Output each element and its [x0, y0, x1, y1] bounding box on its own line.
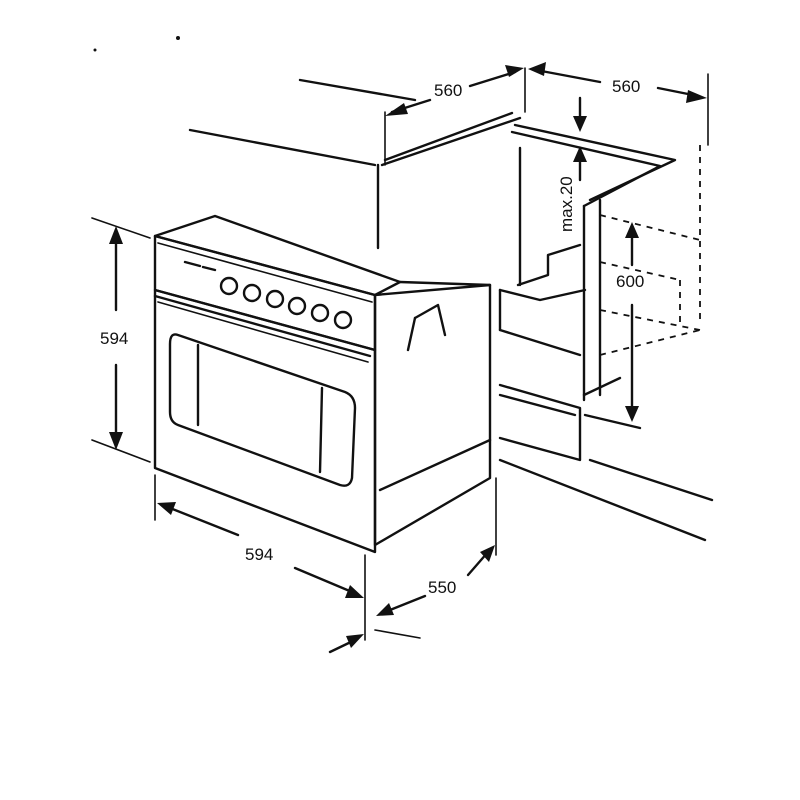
arrow-head — [385, 103, 408, 116]
arrow-head — [376, 603, 394, 616]
dimension-line — [383, 594, 427, 614]
arrow-head — [346, 634, 364, 648]
dimension-label-width-left: 560 — [434, 81, 462, 100]
dimension-label-oven-width: 594 — [245, 545, 273, 564]
oven-door — [153, 288, 377, 554]
control-knob-4 — [287, 296, 307, 316]
dimension-594-width: 594 — [154, 474, 366, 641]
dimension-label-cabinet-height: 600 — [616, 272, 644, 291]
arrow-head — [625, 222, 639, 238]
door-handle-lower — [157, 301, 369, 363]
stray-dot — [176, 36, 180, 40]
mounting-bracket-arm — [406, 316, 417, 352]
arrow-head — [109, 226, 123, 244]
niche-top-right-frame — [513, 123, 677, 202]
oven-top-surface — [153, 214, 402, 297]
control-panel-trim — [157, 242, 373, 303]
niche-top-left-edge — [380, 116, 522, 167]
arrow-head — [480, 545, 495, 562]
niche-top-left-edge-inner — [383, 111, 514, 162]
niche-floor-front — [498, 328, 582, 357]
control-knob-2 — [242, 283, 262, 303]
worktop-front-edge — [188, 128, 377, 167]
niche-right-panel-bottom — [582, 376, 622, 397]
arrow-head — [528, 62, 546, 76]
cabinet-hidden-top — [599, 214, 701, 241]
window-right-frame — [318, 386, 324, 474]
oven-side-panel — [373, 283, 492, 547]
door-window — [168, 333, 357, 487]
dimension-560-right: 560 — [528, 62, 709, 146]
oven-top-side-edge — [398, 280, 492, 287]
extension-line — [91, 439, 151, 463]
control-knob-1 — [219, 276, 239, 296]
arrow-head — [573, 146, 587, 162]
dimension-label-width-right: 560 — [612, 77, 640, 96]
plinth-block — [498, 383, 582, 462]
cabinet-hidden-base — [599, 329, 701, 356]
dimension-label-oven-depth: 550 — [428, 578, 456, 597]
mounting-bracket — [413, 303, 447, 337]
dimension-600: 600 — [616, 222, 644, 422]
arrow-head — [109, 432, 123, 450]
dimension-line — [534, 68, 602, 84]
niche-top-right-frame-inner — [510, 130, 662, 208]
niche-step — [516, 243, 582, 287]
plinth-right-edge — [583, 413, 642, 430]
oven — [153, 214, 492, 554]
extension-line — [374, 629, 421, 639]
cabinet-hidden-bottom — [599, 309, 701, 331]
arrow-head — [573, 116, 587, 132]
arrow-head — [625, 406, 639, 422]
dimension-label-top-gap: max.20 — [557, 176, 576, 232]
cabinet-niche — [188, 78, 714, 542]
arrow-head — [505, 65, 524, 77]
arrow-head — [157, 502, 176, 515]
worktop-back-edge — [298, 78, 417, 102]
display-indicator-2 — [201, 265, 217, 272]
stray-dot — [93, 48, 97, 52]
display-indicator-1 — [183, 260, 202, 268]
dimension-line — [468, 70, 517, 88]
door-handle — [153, 294, 372, 358]
control-knob-5 — [310, 303, 330, 323]
plinth-inner-line — [498, 393, 577, 417]
extension-line — [91, 217, 151, 239]
cabinet-hidden-mid — [599, 261, 681, 281]
floor-line-upper — [588, 458, 714, 502]
dimension-560-left: 560 — [384, 65, 526, 166]
dimension-label-oven-height: 594 — [100, 329, 128, 348]
dimension-top-gap: max.20 — [557, 96, 587, 232]
oven-side-inner-line — [378, 438, 492, 492]
arrow-head — [345, 585, 364, 598]
dimension-550-depth: 550 — [328, 477, 497, 654]
arrow-head — [686, 90, 707, 103]
control-knob-3 — [265, 289, 285, 309]
dimension-line — [168, 506, 240, 537]
niche-floor-back — [498, 288, 587, 302]
control-knob-6 — [333, 310, 353, 330]
floor-line-lower — [498, 458, 707, 542]
dimension-line — [293, 566, 354, 594]
dimension-594-height: 594 — [91, 217, 151, 463]
